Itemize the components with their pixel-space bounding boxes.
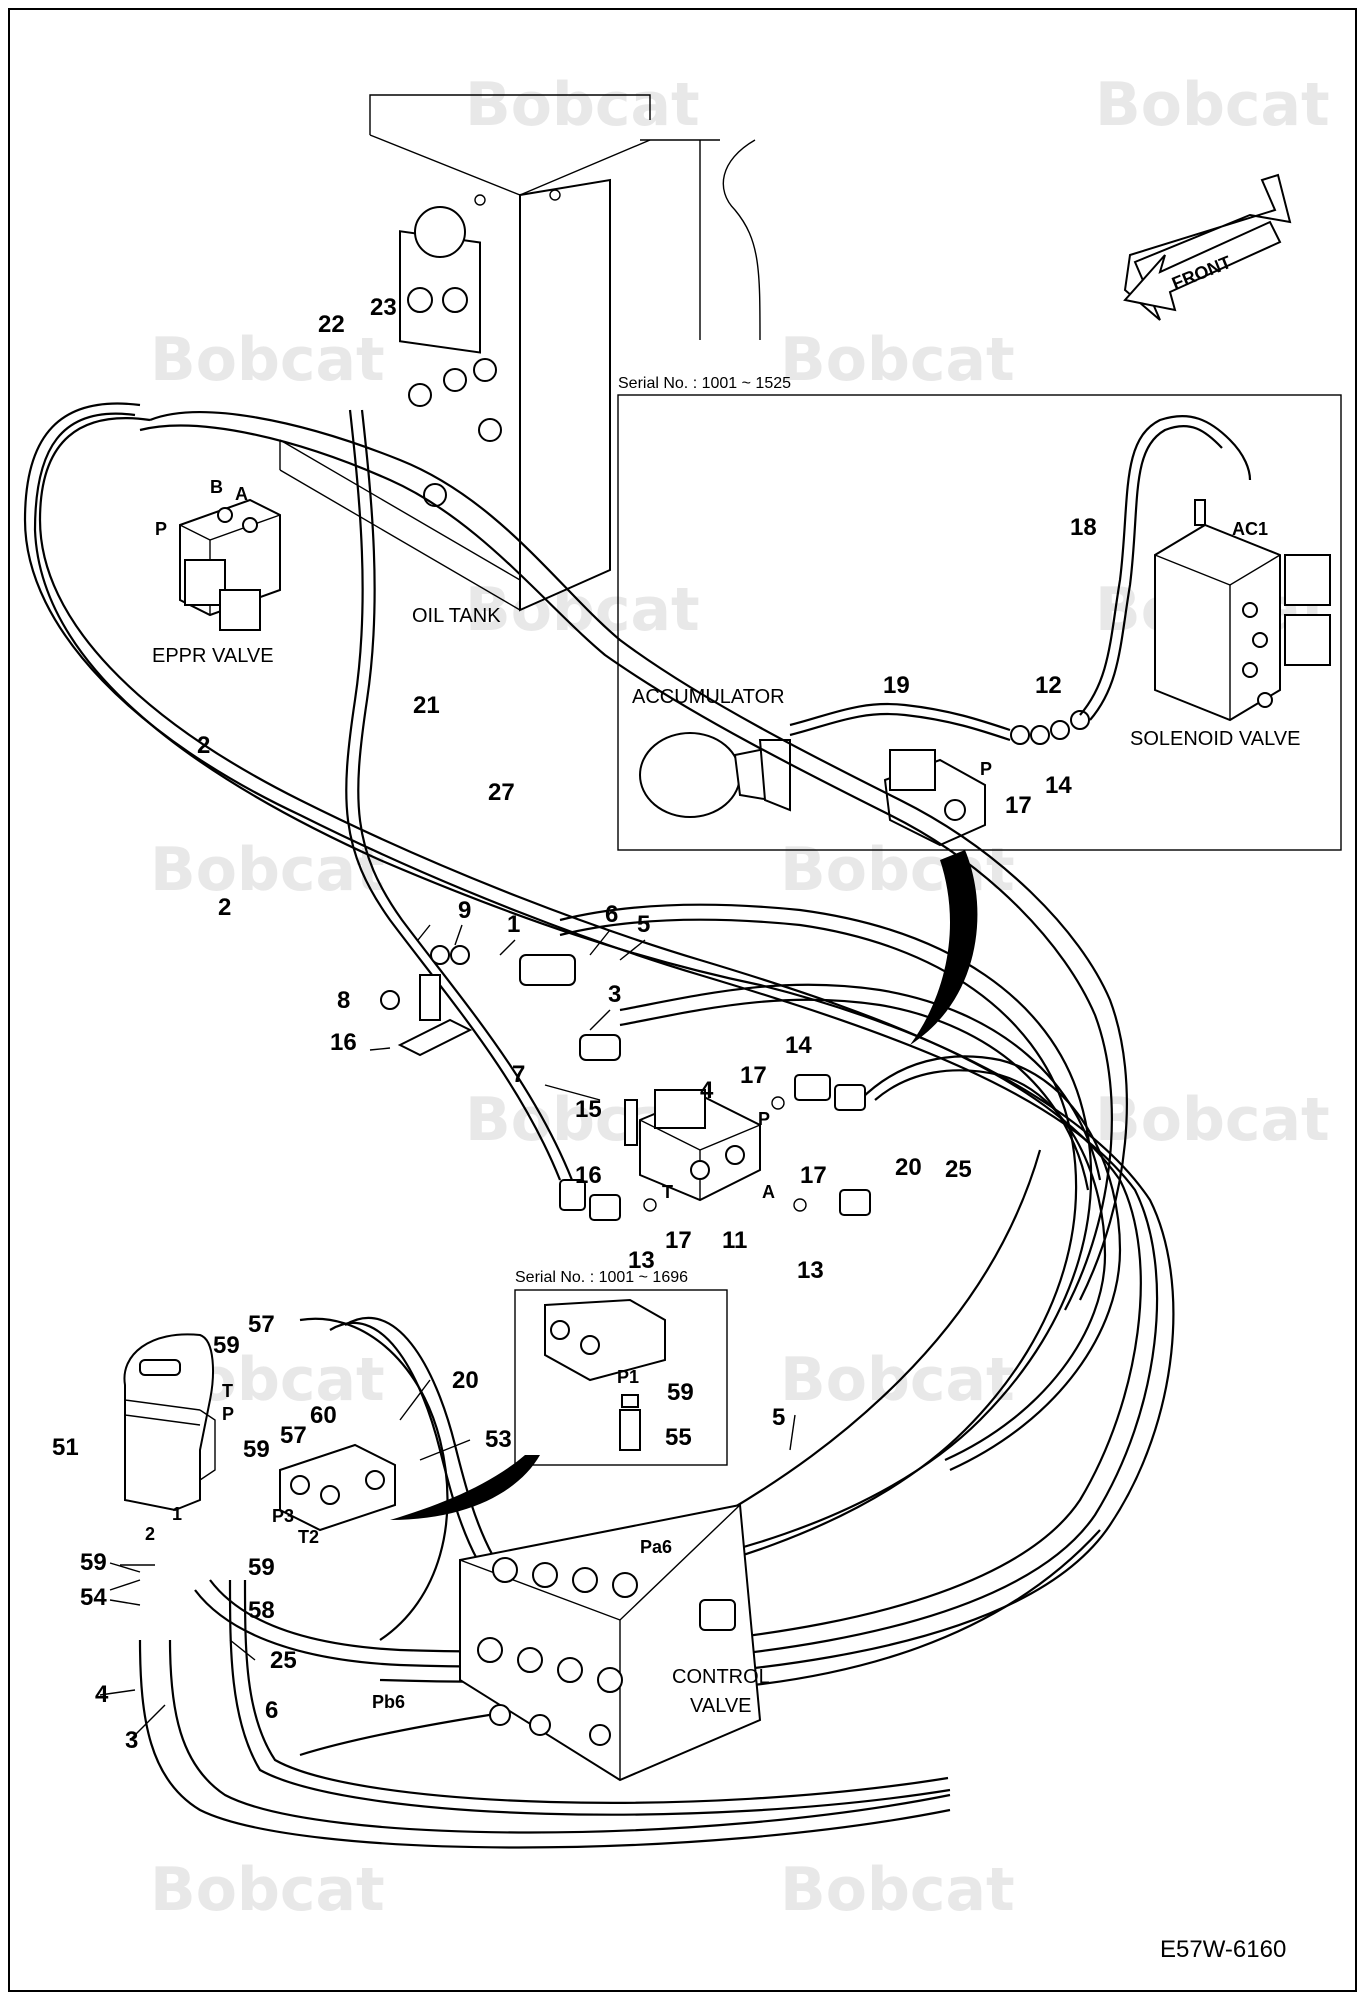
port-p-eppr: P bbox=[155, 519, 167, 539]
callout: 17 bbox=[740, 1062, 767, 1089]
watermark: Bobcat bbox=[780, 325, 1015, 395]
callout: 6 bbox=[605, 901, 618, 928]
watermark: Bobcat bbox=[1095, 70, 1330, 140]
port-t-block: T bbox=[662, 1182, 673, 1202]
port-t-handle: T bbox=[222, 1381, 233, 1401]
callout: 17 bbox=[800, 1162, 827, 1189]
watermark: Bobcat bbox=[465, 70, 700, 140]
port-1: 1 bbox=[172, 1504, 182, 1524]
callout: 22 bbox=[318, 311, 345, 338]
callout: 17 bbox=[665, 1227, 692, 1254]
callout: 6 bbox=[265, 1697, 278, 1724]
callout: 55 bbox=[665, 1424, 692, 1451]
callout: 19 bbox=[883, 672, 910, 699]
callout: 60 bbox=[310, 1402, 337, 1429]
watermark: Bobcat bbox=[150, 1855, 385, 1925]
inset-serial-1696: Serial No. : 1001 ~ 1696 P1 bbox=[514, 1269, 728, 1466]
callout: 27 bbox=[488, 779, 515, 806]
callout: 14 bbox=[1045, 772, 1072, 799]
callout: 12 bbox=[1035, 672, 1062, 699]
callout: 20 bbox=[895, 1154, 922, 1181]
eppr-valve: B A P EPPR VALVE bbox=[152, 477, 281, 667]
watermark: Bobcat bbox=[780, 1855, 1015, 1925]
callout: 25 bbox=[270, 1647, 297, 1674]
callout: 16 bbox=[575, 1162, 602, 1189]
port-a-eppr: A bbox=[235, 484, 248, 504]
callout: 13 bbox=[628, 1247, 655, 1274]
drawing-code: E57W-6160 bbox=[1160, 1936, 1286, 1963]
p3-block: P3 T2 bbox=[272, 1443, 396, 1547]
inset-serial-1525: Serial No. : 1001 ~ 1525 AC1 ACCUMULATOR… bbox=[617, 375, 1342, 851]
oil-tank-label: OIL TANK bbox=[412, 605, 501, 627]
callout: 5 bbox=[637, 911, 650, 938]
port-p-handle: P bbox=[222, 1404, 234, 1424]
callout: 8 bbox=[337, 987, 350, 1014]
callout: 59 bbox=[80, 1549, 107, 1576]
control-valve: Pa6 Pb6 CONTROL VALVE bbox=[372, 1503, 770, 1782]
callout: 57 bbox=[248, 1311, 275, 1338]
callout: 2 bbox=[218, 894, 231, 921]
port-pa6: Pa6 bbox=[640, 1537, 672, 1557]
watermark: Bobcat bbox=[1095, 1085, 1330, 1155]
port-p-block: P bbox=[758, 1109, 770, 1129]
callout: 3 bbox=[608, 981, 621, 1008]
callout: 5 bbox=[772, 1404, 785, 1431]
watermark: Bobcat bbox=[150, 835, 385, 905]
port-p-inset: P bbox=[980, 759, 992, 779]
control-valve-label-2: VALVE bbox=[690, 1695, 752, 1717]
serial-note-lower: Serial No. : 1001 ~ 1696 bbox=[515, 1269, 688, 1286]
callout: 58 bbox=[248, 1597, 275, 1624]
callout: 51 bbox=[52, 1434, 79, 1461]
callout: 21 bbox=[413, 692, 440, 719]
oil-tank bbox=[279, 94, 761, 612]
callout: 20 bbox=[452, 1367, 479, 1394]
callout: 59 bbox=[243, 1436, 270, 1463]
port-p1: P1 bbox=[617, 1367, 639, 1387]
watermark: Bobcat bbox=[780, 1345, 1015, 1415]
callout: 16 bbox=[330, 1029, 357, 1056]
pilot-block-assembly: P T A bbox=[380, 945, 871, 1221]
callout: 4 bbox=[700, 1077, 714, 1104]
callout: 2 bbox=[197, 732, 210, 759]
callout: 59 bbox=[667, 1379, 694, 1406]
callout: 1 bbox=[507, 911, 520, 938]
callout: 15 bbox=[575, 1096, 602, 1123]
port-b: B bbox=[210, 477, 223, 497]
drawing-frame bbox=[8, 8, 1357, 1992]
inset-pointers bbox=[390, 850, 978, 1520]
port-t2: T2 bbox=[298, 1527, 319, 1547]
pilot-handle: T P 2 1 bbox=[123, 1333, 234, 1544]
control-valve-label-1: CONTROL bbox=[672, 1666, 770, 1688]
serial-note-upper: Serial No. : 1001 ~ 1525 bbox=[618, 375, 791, 392]
callout: 23 bbox=[370, 294, 397, 321]
port-ac1: AC1 bbox=[1232, 519, 1268, 539]
callout: 25 bbox=[945, 1156, 972, 1183]
callout: 59 bbox=[213, 1332, 240, 1359]
port-2: 2 bbox=[145, 1524, 155, 1544]
front-arrow: FRONT bbox=[1123, 173, 1292, 321]
leader-lines bbox=[99, 924, 796, 1741]
callout: 9 bbox=[458, 897, 471, 924]
callout: 17 bbox=[1005, 792, 1032, 819]
solenoid-valve-label: SOLENOID VALVE bbox=[1130, 728, 1300, 750]
callout: 18 bbox=[1070, 514, 1097, 541]
port-a-block: A bbox=[762, 1182, 775, 1202]
watermark: Bobcat bbox=[780, 835, 1015, 905]
callout: 13 bbox=[797, 1257, 824, 1284]
port-p3: P3 bbox=[272, 1506, 294, 1526]
callout: 7 bbox=[512, 1061, 525, 1088]
watermark: Bobcat bbox=[150, 325, 385, 395]
port-pb6: Pb6 bbox=[372, 1692, 405, 1712]
callout: 11 bbox=[722, 1227, 747, 1254]
callout: 53 bbox=[485, 1426, 512, 1453]
eppr-valve-label: EPPR VALVE bbox=[152, 645, 274, 667]
callout: 54 bbox=[80, 1584, 107, 1611]
callout: 59 bbox=[248, 1554, 275, 1581]
callouts: 22 23 21 2 2 27 9 1 6 5 3 8 16 7 4 17 14… bbox=[52, 294, 1097, 1754]
callout: 57 bbox=[280, 1422, 307, 1449]
callout: 14 bbox=[785, 1032, 812, 1059]
callout: 3 bbox=[125, 1727, 138, 1754]
